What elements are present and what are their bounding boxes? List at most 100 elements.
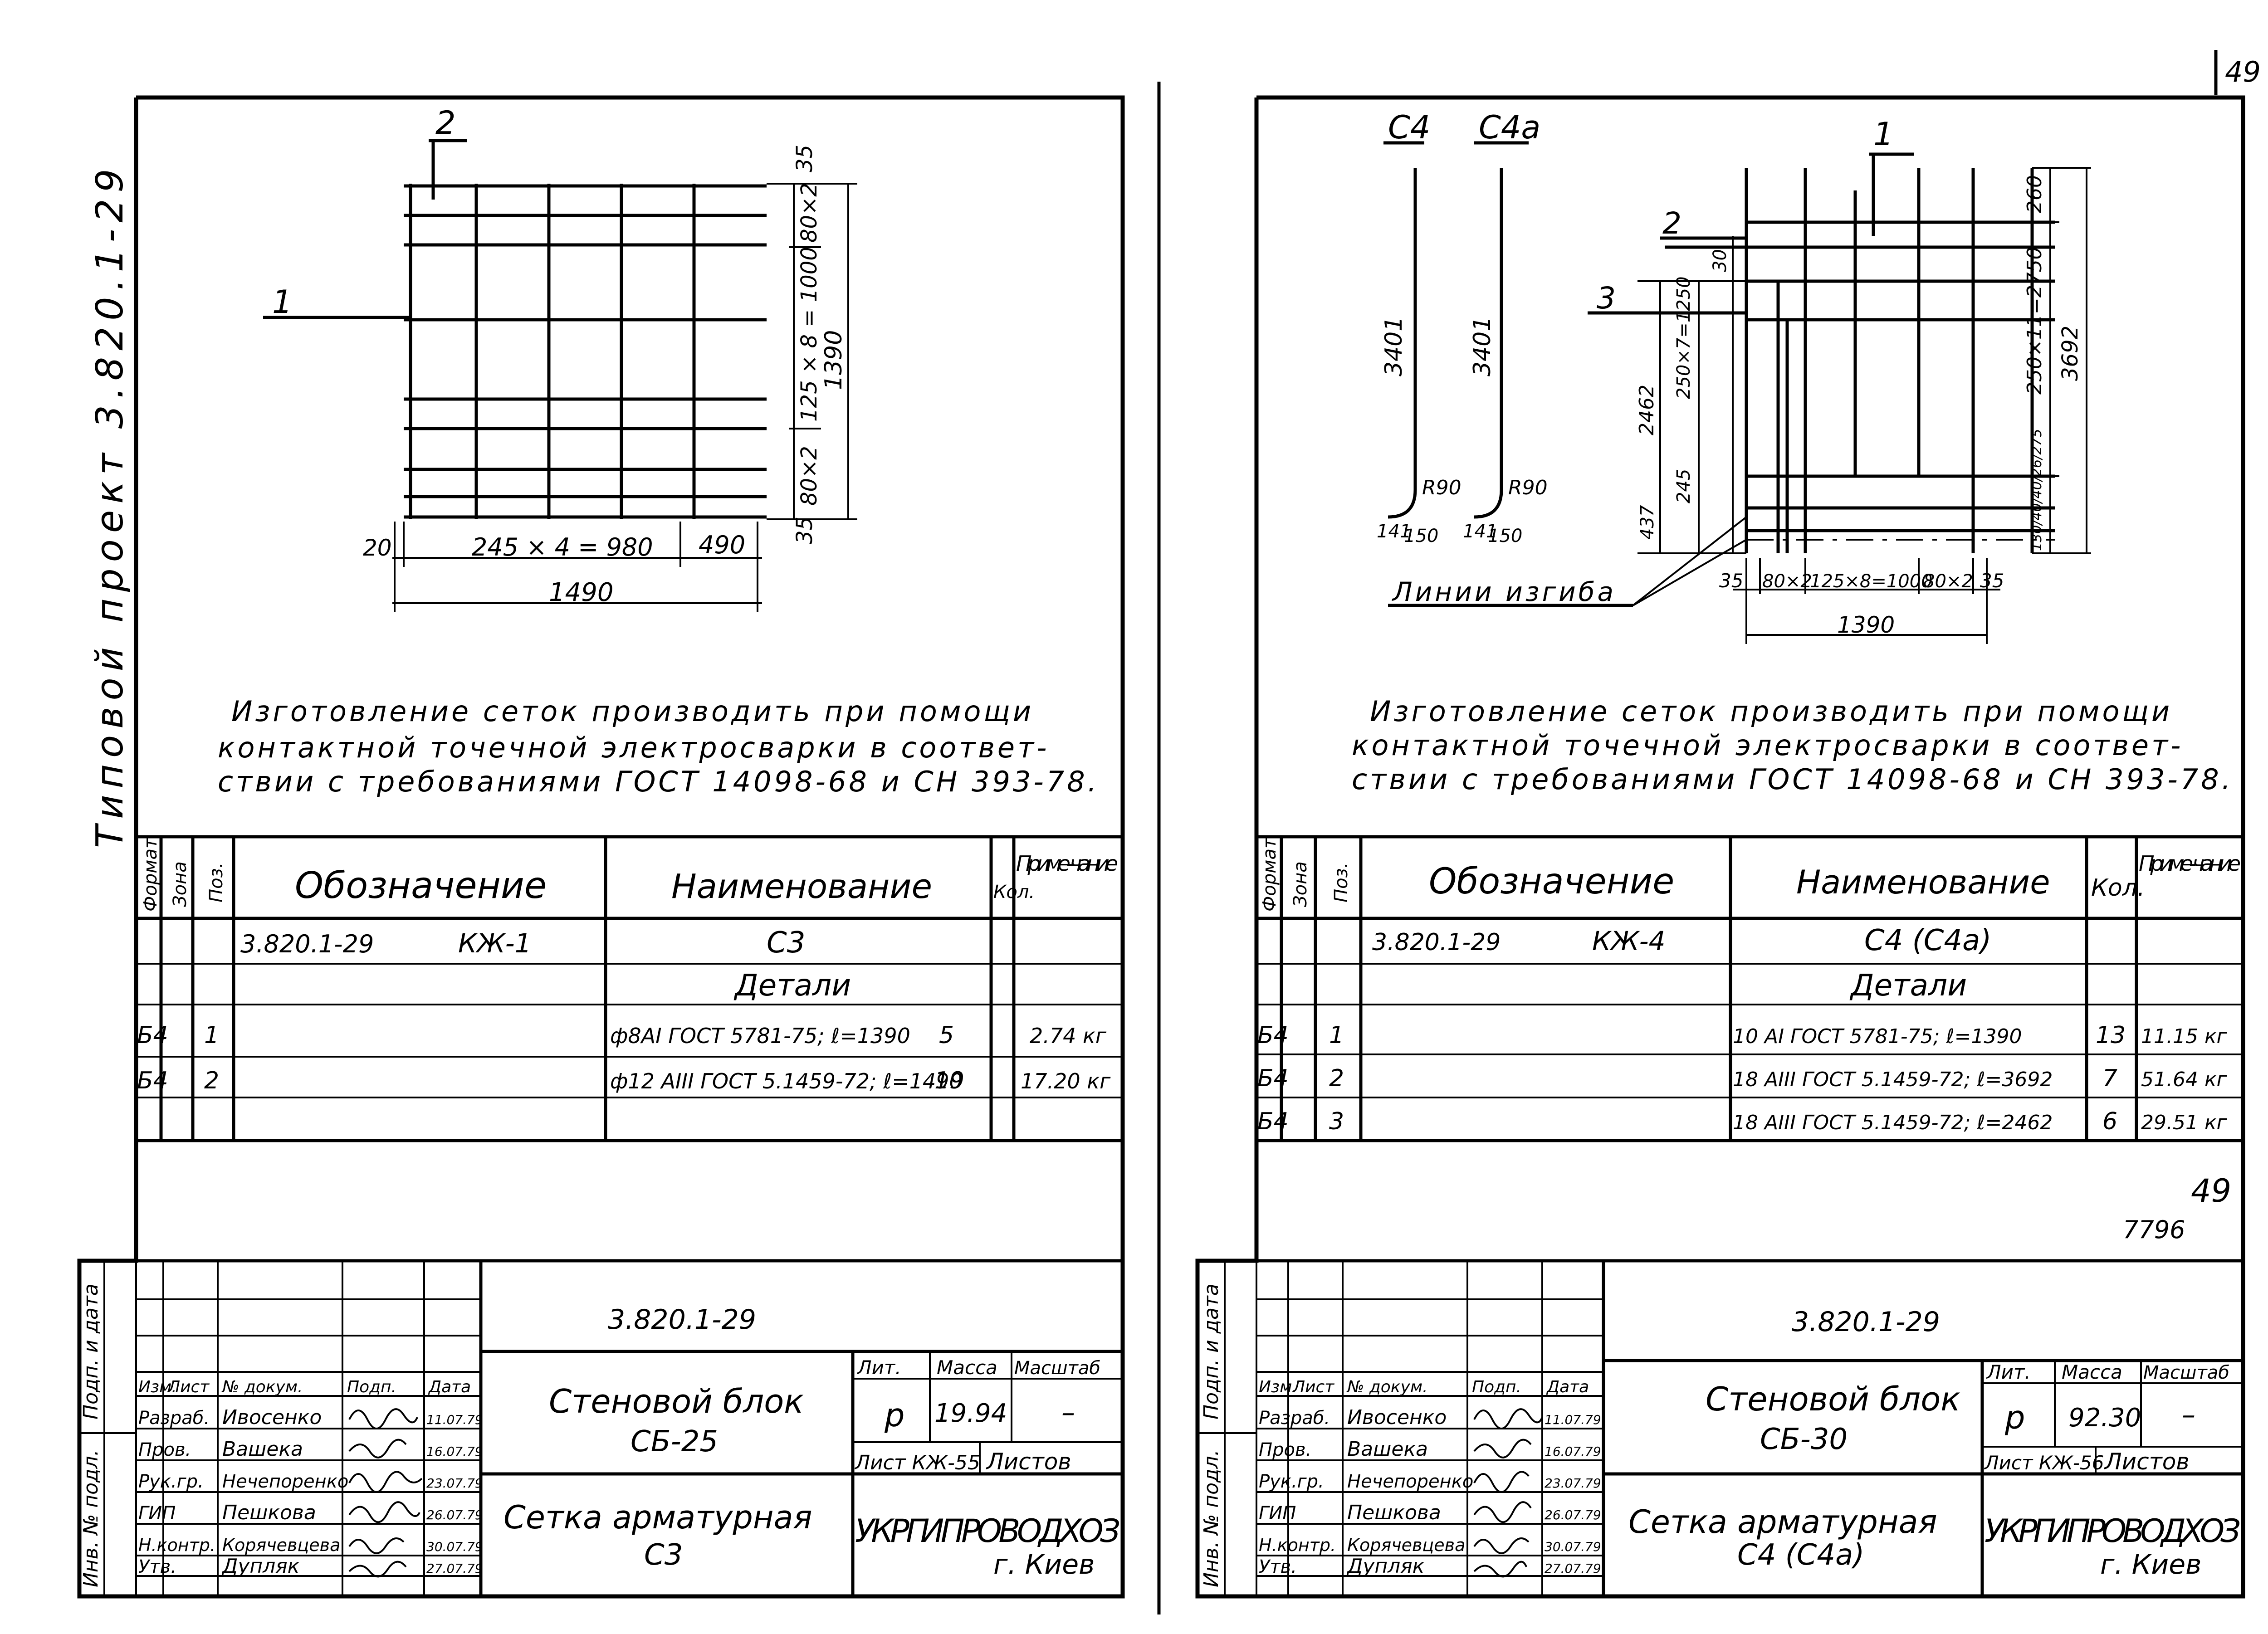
svg-text:3: 3 (1597, 281, 1616, 316)
svg-text:Утв.: Утв. (1259, 1556, 1297, 1577)
svg-text:г. Киев: г. Киев (993, 1549, 1095, 1580)
svg-text:Листов: Листов (986, 1449, 1071, 1475)
svg-text:Кол.: Кол. (2091, 874, 2145, 902)
svg-text:Пров.: Пров. (138, 1439, 191, 1460)
svg-text:2: 2 (1329, 1065, 1344, 1092)
svg-text:16.07.79: 16.07.79 (1545, 1444, 1601, 1459)
bar-shapes: С4 С4а 3401 3401 R90 R90 141 150 141 150 (1377, 109, 1548, 546)
svg-text:2: 2 (435, 104, 456, 141)
svg-text:Б4: Б4 (1257, 1065, 1289, 1092)
svg-text:УКРГИПРОВОДХОЗ: УКРГИПРОВОДХОЗ (1984, 1512, 2241, 1550)
svg-text:–: – (1061, 1397, 1075, 1429)
svg-text:Нечепоренко: Нечепоренко (1347, 1471, 1473, 1492)
svg-text:С4 (С4а): С4 (С4а) (1737, 1538, 1864, 1572)
svg-text:20: 20 (363, 535, 392, 561)
svg-text:437: 437 (1637, 505, 1658, 540)
svg-text:80×2: 80×2 (797, 183, 822, 243)
svg-text:17.20 кг: 17.20 кг (1021, 1069, 1111, 1093)
svg-text:Разраб.: Разраб. (1259, 1408, 1330, 1429)
svg-text:245: 245 (1673, 469, 1694, 503)
page-number: 49 (2214, 50, 2261, 95)
svg-text:Пешкова: Пешкова (1347, 1501, 1441, 1524)
svg-text:Лист: Лист (1292, 1378, 1334, 1396)
svg-text:ствии с требованиями ГОСТ 1409: ствии с требованиями ГОСТ 14098-68 и СН … (218, 765, 1099, 798)
svg-text:СБ-25: СБ-25 (631, 1425, 718, 1458)
svg-text:КЖ-1: КЖ-1 (458, 928, 531, 959)
svg-text:2: 2 (204, 1067, 219, 1094)
svg-text:35: 35 (1980, 570, 2004, 592)
svg-text:Масса: Масса (2062, 1361, 2122, 1383)
svg-text:Формат: Формат (1259, 837, 1280, 912)
svg-text:Зона: Зона (170, 861, 191, 907)
svg-text:Наименование: Наименование (671, 867, 932, 906)
svg-text:19: 19 (934, 1067, 964, 1094)
svg-text:Обозначение: Обозначение (295, 864, 547, 907)
svg-text:Масштаб: Масштаб (2143, 1362, 2229, 1383)
svg-text:С4: С4 (1388, 109, 1430, 146)
svg-text:СБ-30: СБ-30 (1760, 1423, 1848, 1456)
svg-text:р: р (884, 1397, 904, 1434)
svg-text:Масштаб: Масштаб (1014, 1358, 1100, 1379)
table-row: Б4 1 ф8АI ГОСТ 5781-75; ℓ=1390 5 2.74 кг (137, 1022, 1107, 1049)
svg-text:23.07.79: 23.07.79 (426, 1476, 483, 1491)
svg-text:Утв.: Утв. (138, 1556, 176, 1577)
svg-text:1390: 1390 (820, 330, 847, 390)
handwritten-page-number: 49 (2191, 1172, 2231, 1210)
svg-text:141: 141 (1463, 521, 1497, 542)
svg-text:250×7=1250: 250×7=1250 (1673, 276, 1694, 399)
svg-text:Дупляк: Дупляк (1346, 1555, 1425, 1578)
svg-text:6: 6 (2102, 1108, 2117, 1135)
svg-text:125×8=1000: 125×8=1000 (1810, 571, 1933, 592)
svg-text:245 × 4 = 980: 245 × 4 = 980 (472, 533, 653, 561)
svg-text:Дупляк: Дупляк (221, 1555, 300, 1578)
svg-text:26.07.79: 26.07.79 (426, 1507, 483, 1522)
svg-text:141: 141 (1377, 521, 1411, 542)
svg-text:Подп. и дата: Подп. и дата (1200, 1283, 1223, 1419)
svg-text:2.74 кг: 2.74 кг (1030, 1024, 1107, 1048)
svg-text:р: р (2004, 1399, 2025, 1436)
table-row: Б4 2 ф12 АIII ГОСТ 5.1459-72; ℓ=1490 19 … (137, 1067, 1111, 1094)
left-spec-table: Формат Зона Поз. Обозначение Наименовани… (136, 835, 1123, 1142)
svg-text:1490: 1490 (549, 578, 614, 607)
table-row: Б4 1 10 АI ГОСТ 5781-75; ℓ=1390 13 11.15… (1257, 1022, 2228, 1049)
svg-text:ф8АI ГОСТ 5781-75; ℓ=1390: ф8АI ГОСТ 5781-75; ℓ=1390 (610, 1024, 910, 1048)
svg-text:1: 1 (1873, 116, 1894, 153)
svg-text:Изм.: Изм. (138, 1378, 177, 1396)
svg-text:С4 (С4а): С4 (С4а) (1864, 924, 1991, 957)
svg-text:30.07.79: 30.07.79 (426, 1539, 483, 1554)
svg-text:Зона: Зона (1290, 861, 1311, 907)
svg-text:29.51 кг: 29.51 кг (2141, 1111, 2228, 1134)
svg-text:ГИП: ГИП (138, 1503, 176, 1524)
svg-text:Подп. и дата: Подп. и дата (79, 1283, 103, 1419)
svg-text:5: 5 (939, 1022, 954, 1049)
svg-text:1: 1 (204, 1022, 219, 1049)
svg-text:Изготовление сеток производить: Изготовление сеток производить при помощ… (231, 695, 1034, 728)
svg-text:Формат: Формат (140, 837, 161, 912)
svg-text:Б4: Б4 (137, 1067, 168, 1094)
svg-text:г. Киев: г. Киев (2100, 1549, 2202, 1580)
svg-text:ГИП: ГИП (1259, 1503, 1296, 1524)
svg-text:7: 7 (2102, 1065, 2117, 1092)
svg-text:23.07.79: 23.07.79 (1545, 1476, 1601, 1491)
svg-text:2: 2 (1662, 206, 1681, 241)
svg-text:27.07.79: 27.07.79 (1545, 1561, 1601, 1576)
svg-text:49: 49 (2225, 55, 2261, 88)
svg-text:150: 150 (1404, 526, 1438, 546)
svg-text:Поз.: Поз. (206, 862, 227, 902)
svg-text:Лист: Лист (167, 1378, 210, 1396)
svg-text:Корячевцева: Корячевцева (1347, 1535, 1465, 1555)
svg-text:Пров.: Пров. (1259, 1439, 1311, 1460)
svg-text:3.820.1-29: 3.820.1-29 (608, 1304, 756, 1336)
signature-marks (1473, 1408, 1543, 1578)
svg-text:Сетка арматурная: Сетка арматурная (1628, 1503, 1937, 1541)
left-side-stamp: Типовой проект 3.820.1-29 (88, 162, 132, 848)
svg-text:Подп.: Подп. (1472, 1378, 1521, 1396)
svg-text:Приме-чание: Приме-чание (2139, 851, 2241, 876)
left-mesh-drawing: 2 1 35 80×2 125 × 8 = 1000 80×2 35 1390 (263, 104, 857, 612)
svg-text:С4а: С4а (1479, 109, 1540, 146)
svg-text:3401: 3401 (1469, 317, 1496, 376)
svg-text:2462: 2462 (1635, 385, 1658, 435)
left-note: Изготовление сеток производить при помощ… (218, 695, 1099, 798)
svg-text:Детали: Детали (733, 968, 851, 1003)
